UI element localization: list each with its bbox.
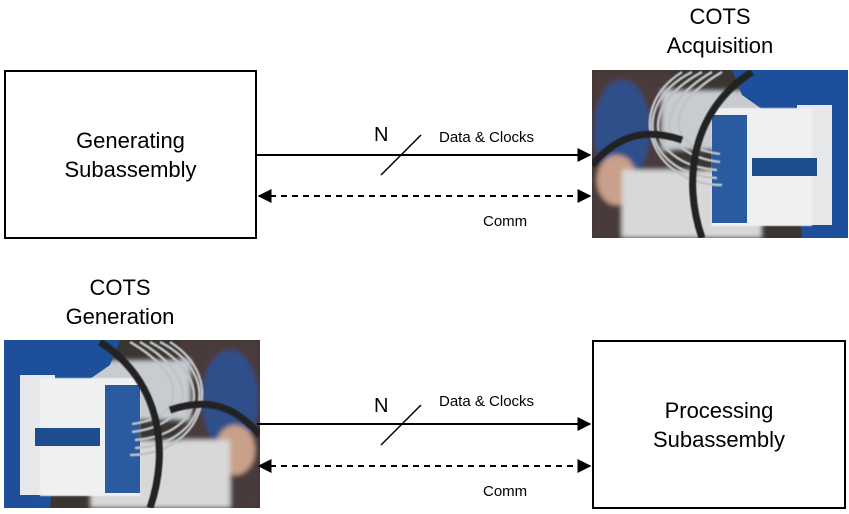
title-line: Acquisition bbox=[666, 33, 774, 58]
bus-width-label: N bbox=[374, 395, 389, 417]
cots-generation-title: COTS Generation bbox=[0, 273, 240, 331]
title-line: COTS bbox=[89, 275, 151, 300]
block-label: Subassembly bbox=[652, 426, 786, 452]
comm-label: Comm bbox=[483, 483, 528, 500]
title-line: Generation bbox=[65, 304, 175, 329]
bus-slash bbox=[380, 134, 422, 176]
block-label: Subassembly bbox=[64, 156, 197, 182]
cots-acquisition-title: COTS Acquisition bbox=[592, 2, 848, 60]
comm-label: Comm bbox=[483, 213, 528, 230]
bus-slash bbox=[380, 404, 422, 446]
block-label: Processing bbox=[664, 397, 774, 423]
block-label: Generating bbox=[76, 127, 185, 153]
data-clocks-label: Data & Clocks bbox=[439, 393, 535, 410]
bus-width-label: N bbox=[374, 124, 389, 146]
title-line: COTS bbox=[689, 4, 751, 29]
data-clocks-label: Data & Clocks bbox=[439, 129, 535, 146]
